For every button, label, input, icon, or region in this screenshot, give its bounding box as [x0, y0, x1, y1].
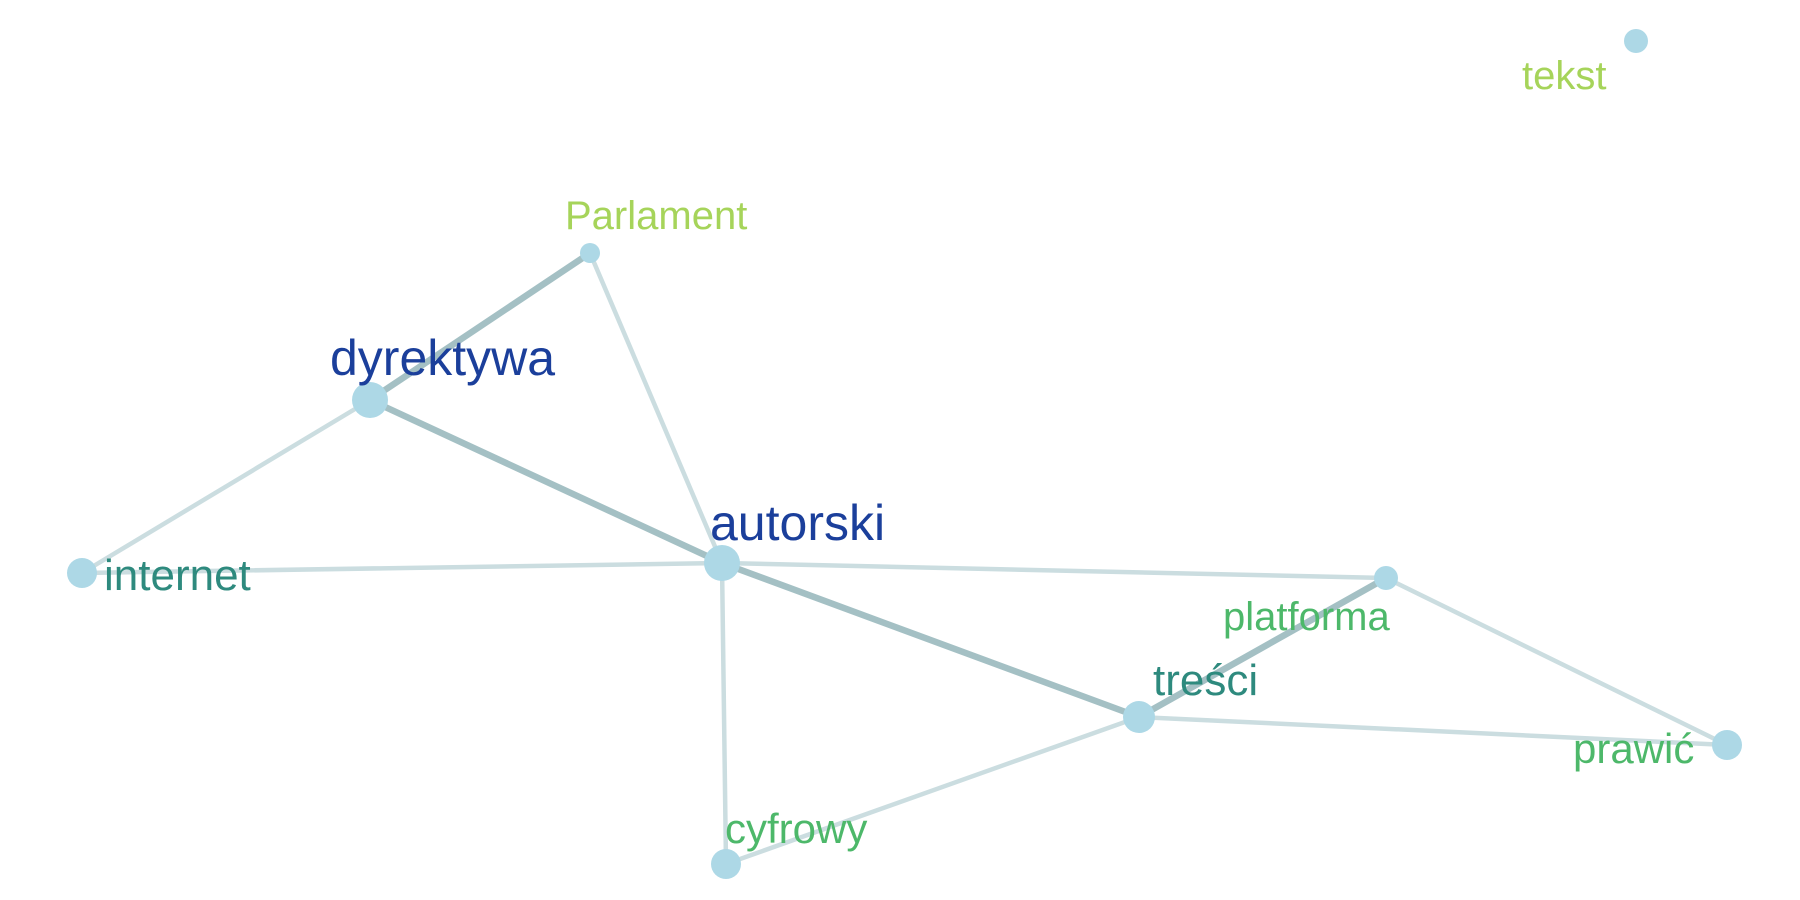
edges-layer	[79, 249, 1730, 867]
node-label-internet: internet	[104, 551, 251, 600]
node-label-autorski: autorski	[710, 495, 885, 551]
edge-cyfrowy-tresci	[723, 714, 1142, 867]
node-label-cyfrowy: cyfrowy	[725, 805, 867, 852]
node-tresci[interactable]	[1123, 701, 1155, 733]
node-autorski[interactable]	[704, 545, 740, 581]
node-label-tekst: tekst	[1522, 54, 1606, 98]
edge-parlament-dyrektywa	[366, 249, 594, 404]
edge-platforma-prawic	[1383, 575, 1730, 748]
edge-tresci-platforma	[1135, 574, 1390, 721]
node-prawic[interactable]	[1712, 730, 1742, 760]
edge-autorski-platforma	[719, 560, 1389, 581]
node-label-platforma: platforma	[1223, 595, 1390, 639]
edge-tresci-prawic	[1136, 714, 1730, 748]
edge-autorski-cyfrowy	[719, 560, 729, 867]
node-parlament[interactable]	[580, 243, 600, 263]
node-internet[interactable]	[67, 558, 97, 588]
edge-parlament-autorski	[587, 250, 725, 566]
node-platforma[interactable]	[1374, 566, 1398, 590]
node-label-prawic: prawić	[1573, 725, 1694, 772]
node-tekst[interactable]	[1624, 29, 1648, 53]
node-label-dyrektywa: dyrektywa	[330, 330, 555, 386]
edge-dyrektywa-autorski	[366, 396, 726, 567]
node-label-parlament: Parlament	[565, 194, 747, 238]
nodes-layer	[67, 29, 1742, 879]
edge-internet-autorski	[79, 560, 725, 576]
node-dyrektywa[interactable]	[352, 382, 388, 418]
node-cyfrowy[interactable]	[711, 849, 741, 879]
labels-layer: dyrektywa autorski internet treści platforma…	[104, 54, 1694, 852]
node-label-tresci: treści	[1153, 656, 1258, 705]
edge-dyrektywa-internet	[79, 397, 373, 576]
edge-autorski-tresci	[718, 559, 1143, 721]
